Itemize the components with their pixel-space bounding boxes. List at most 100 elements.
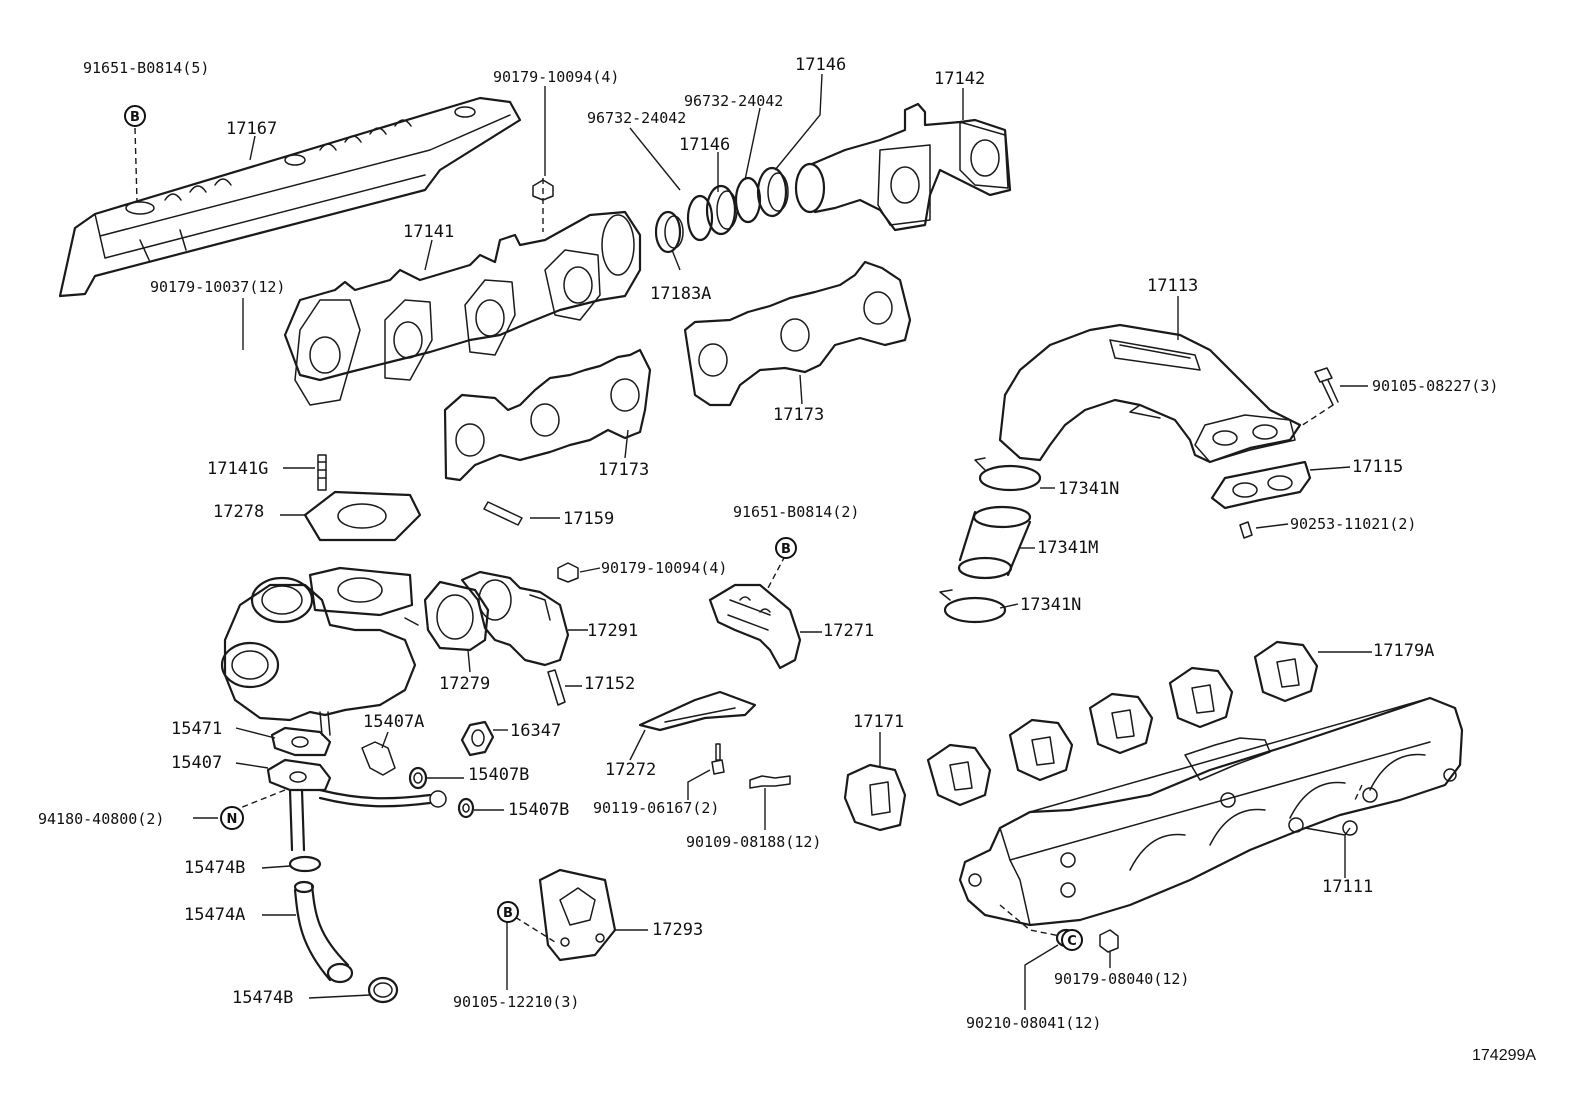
gasket-17171: [843, 763, 907, 832]
svg-text:N: N: [227, 812, 238, 827]
gasket-16347: [460, 720, 495, 757]
heat-insulator-17167: [58, 96, 522, 298]
svg-text:B: B: [503, 906, 513, 921]
marker-b-top-left: B: [124, 105, 146, 127]
gasket-17173-right: [683, 260, 912, 407]
oil-pipe-15407: [266, 758, 447, 852]
gasket-17278: [303, 490, 422, 542]
turbocharger-assembly: [220, 566, 419, 736]
label-90253-11021-2: 90253-11021(2): [1290, 515, 1416, 533]
marker-n: N: [220, 806, 244, 830]
label-17173-a: 17173: [598, 460, 649, 480]
label-17167: 17167: [226, 119, 277, 139]
marker-b-middle: B: [775, 537, 797, 559]
elbow-17291: [460, 570, 570, 667]
gasket-17279: [423, 580, 490, 652]
label-17146-a: 17146: [679, 135, 730, 155]
label-17171: 17171: [853, 712, 904, 732]
stud-17159: [483, 501, 523, 526]
hose-clamp-17341N-lower: [939, 589, 1007, 624]
stud-17152: [547, 669, 566, 706]
bolt-90105-08227: [1314, 367, 1339, 406]
label-17173-b: 17173: [773, 405, 824, 425]
marker-b-bottom: B: [497, 901, 519, 923]
svg-text:B: B: [130, 110, 140, 125]
label-91651-b0814-5: 91651-B0814(5): [83, 59, 209, 77]
exhaust-pipe-17142: [794, 102, 1012, 232]
label-91651-b0814-2: 91651-B0814(2): [733, 503, 859, 521]
intake-pipe-17113: [998, 323, 1302, 464]
part-labels: 91651-B0814(5) 17167 90179-10094(4) 9673…: [38, 55, 1536, 1064]
union-bolt-15407A: [361, 741, 396, 776]
label-17271: 17271: [823, 621, 874, 641]
label-17113: 17113: [1147, 276, 1198, 296]
label-17141: 17141: [403, 222, 454, 242]
label-17341n-b: 17341N: [1020, 595, 1081, 615]
nut-90179-08040: [1099, 929, 1119, 953]
label-17293: 17293: [652, 920, 703, 940]
label-17111: 17111: [1322, 877, 1373, 897]
gasket-17179A-5: [1253, 640, 1319, 703]
label-17341m: 17341M: [1037, 538, 1098, 558]
label-90109-08188-12: 90109-08188(12): [686, 833, 821, 851]
gasket-17179A-2: [1008, 718, 1074, 782]
label-17141g: 17141G: [207, 459, 268, 479]
label-17279: 17279: [439, 674, 490, 694]
label-90179-10037-12: 90179-10037(12): [150, 278, 285, 296]
gasket-17179A-3: [1088, 692, 1154, 755]
label-15474a: 15474A: [184, 905, 245, 925]
label-17146-b: 17146: [795, 55, 846, 75]
label-17183a: 17183A: [650, 284, 711, 304]
seal-rings-group: [654, 166, 789, 254]
label-17341n-a: 17341N: [1058, 479, 1119, 499]
gasket-17179A-1: [926, 743, 992, 807]
label-17278: 17278: [213, 502, 264, 522]
label-15407a: 15407A: [363, 712, 424, 732]
label-90210-08041-12: 90210-08041(12): [966, 1014, 1101, 1032]
hose-clamp-17341N-upper: [974, 457, 1042, 492]
label-15407b-b: 15407B: [508, 800, 569, 820]
figure-id: 174299A: [1472, 1047, 1536, 1064]
svg-text:B: B: [781, 542, 791, 557]
clamp-15474B-upper: [288, 855, 322, 873]
label-15474b-a: 15474B: [184, 858, 245, 878]
label-90179-10094-4-mid: 90179-10094(4): [601, 559, 727, 577]
label-90105-12210-3: 90105-12210(3): [453, 993, 579, 1011]
exhaust-manifold-17141: [283, 210, 642, 406]
leader-lines: [193, 73, 1372, 1010]
label-17291: 17291: [587, 621, 638, 641]
label-94180-40800-2: 94180-40800(2): [38, 810, 164, 828]
svg-text:C: C: [1067, 934, 1077, 949]
marker-c: C: [1061, 929, 1083, 951]
washer-15407B-upper: [408, 766, 428, 790]
washer-15407B-lower: [457, 797, 475, 819]
gasket-15471: [270, 726, 332, 757]
intake-manifold-17111: [958, 696, 1464, 927]
label-15407b-a: 15407B: [468, 765, 529, 785]
clamp-15474B-lower: [367, 976, 399, 1004]
stud-90109-08188: [749, 775, 791, 789]
assembly-dashed-lines: [134, 127, 1363, 943]
label-90119-06167-2: 90119-06167(2): [593, 799, 719, 817]
label-15474b-b: 15474B: [232, 988, 293, 1008]
label-17272: 17272: [605, 760, 656, 780]
bolt-90119-06167: [711, 743, 725, 775]
label-15471: 15471: [171, 719, 222, 739]
label-17115: 17115: [1352, 457, 1403, 477]
label-90105-08227-3: 90105-08227(3): [1372, 377, 1498, 395]
hose-15474A: [293, 880, 354, 984]
label-96732-24042-a: 96732-24042: [587, 109, 686, 127]
label-15407: 15407: [171, 753, 222, 773]
gasket-17179A-4: [1168, 666, 1234, 729]
bracket-17293: [538, 868, 617, 962]
label-17142: 17142: [934, 69, 985, 89]
hose-17341M: [957, 505, 1032, 580]
bracket-17272: [638, 690, 757, 732]
label-17179a: 17179A: [1373, 641, 1434, 661]
label-96732-24042-b: 96732-24042: [684, 92, 783, 110]
gasket-17173-left: [443, 348, 652, 482]
label-16347: 16347: [510, 721, 561, 741]
label-90179-08040-12: 90179-08040(12): [1054, 970, 1189, 988]
